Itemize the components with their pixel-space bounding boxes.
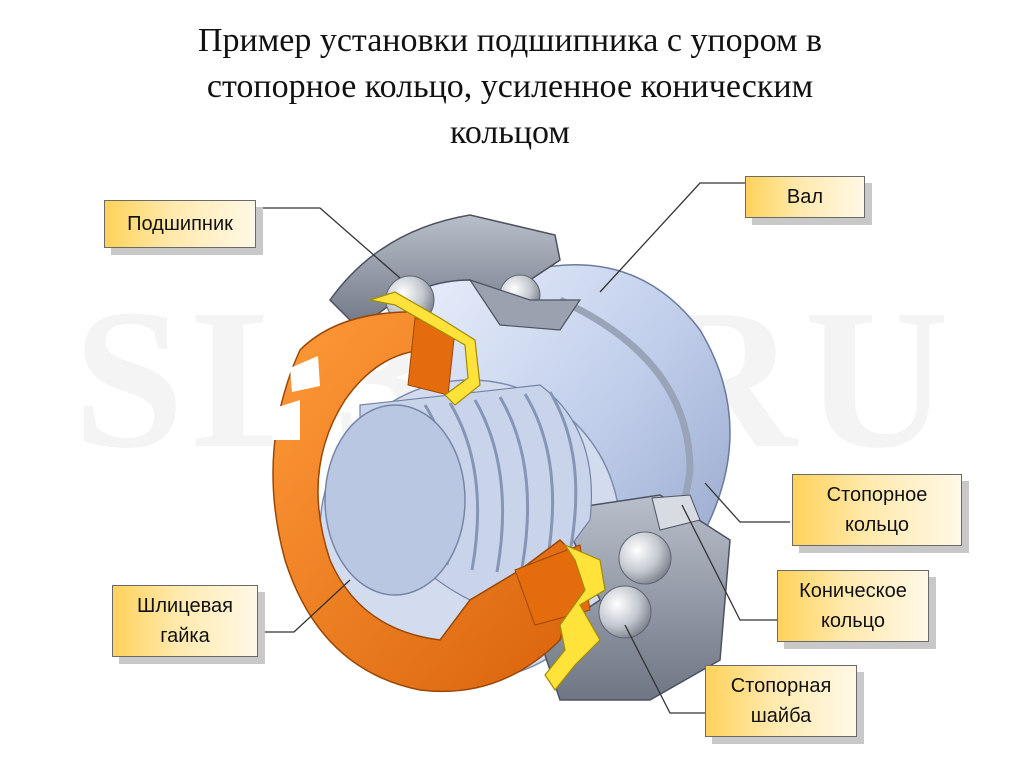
label-shaft: Вал (745, 176, 865, 218)
label-lock-washer: Стопорная шайба (705, 665, 857, 737)
slotted-nut (272, 311, 591, 693)
title-line-3: кольцом (450, 114, 570, 151)
threaded-shaft-section (324, 384, 593, 601)
leader-lines (258, 182, 790, 714)
title-line-1: Пример установки подшипника с упором в (197, 22, 823, 59)
label-slotted-nut: Шлицевая гайка (112, 585, 258, 657)
label-retaining-ring: Стопорное кольцо (792, 474, 962, 546)
lock-washer (367, 291, 606, 692)
label-conical-ring: Коническое кольцо (777, 570, 929, 642)
title-line-2: стопорное кольцо, усиленное коническим (206, 68, 814, 105)
slide-title: Пример установки подшипника с упором в с… (100, 18, 920, 156)
label-bearing: Подшипник (104, 200, 256, 248)
